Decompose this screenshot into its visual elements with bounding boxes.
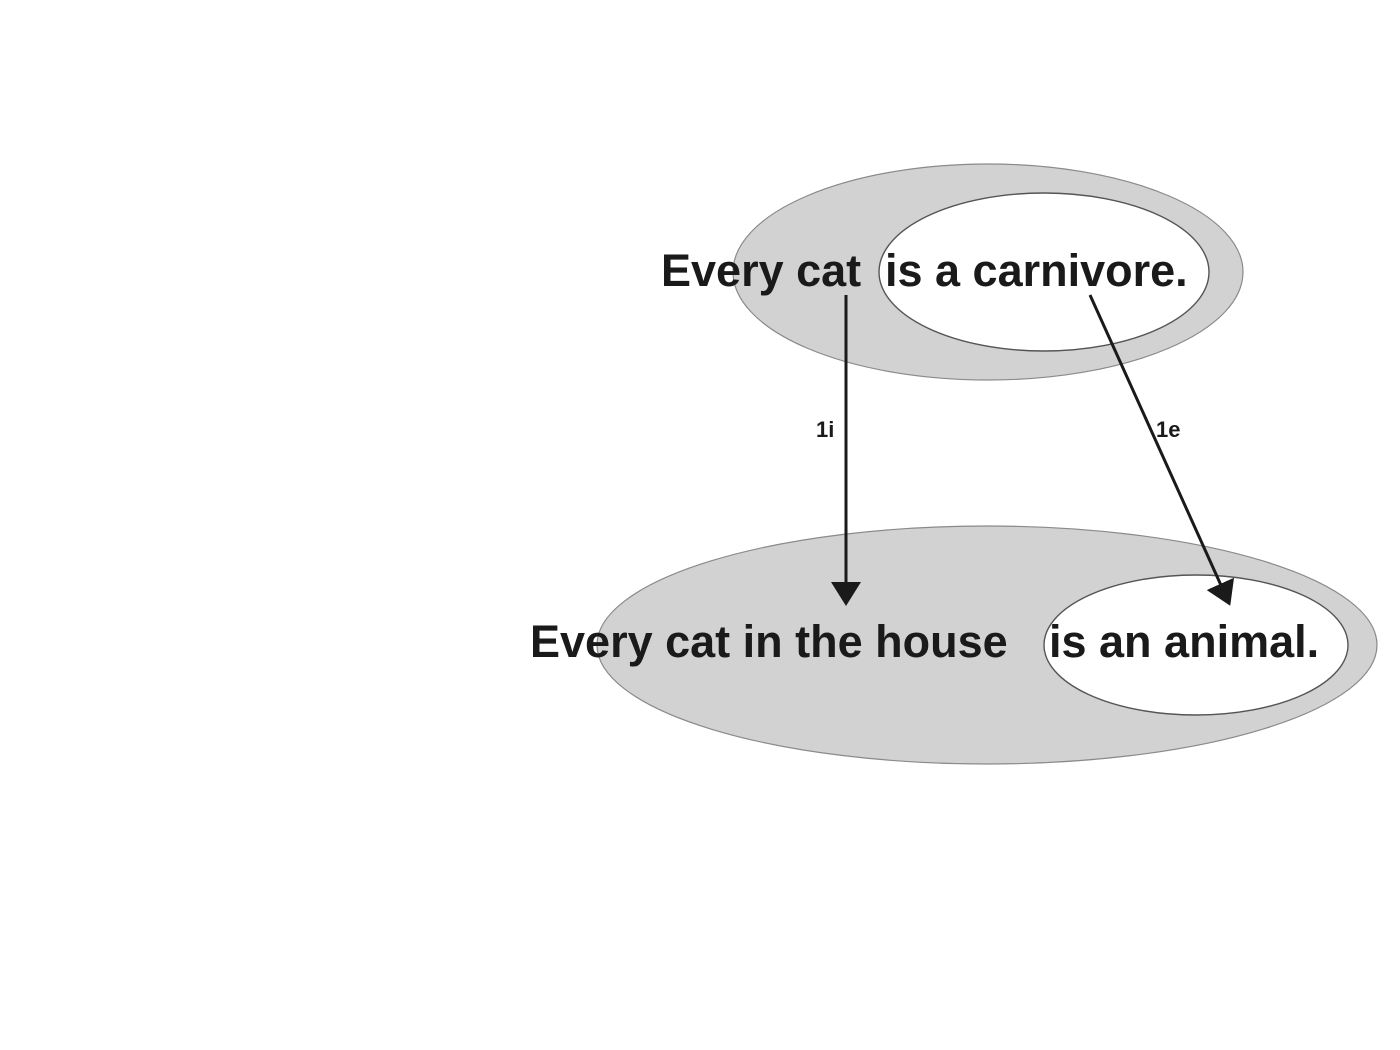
arrow-1e-label: 1e: [1156, 417, 1180, 442]
premise-predicate-text: is a carnivore.: [885, 245, 1188, 296]
premise-inner-ellipse: [878, 192, 1210, 352]
conclusion-subject-text: Every cat in the house: [530, 616, 1008, 667]
arrow-1i: 1i: [816, 295, 861, 606]
conclusion-predicate-text: is an animal.: [1049, 616, 1319, 667]
premise-group: Every cat is a carnivore.: [661, 163, 1244, 381]
arrow-1e: 1e: [1088, 294, 1235, 606]
conclusion-inner-ellipse: [1043, 574, 1349, 716]
premise-subject-text: Every cat: [661, 245, 861, 296]
arrow-1i-label: 1i: [816, 417, 834, 442]
arrow-1e-line: [1088, 294, 1235, 606]
conclusion-group: Every cat in the house is an animal.: [530, 525, 1378, 765]
